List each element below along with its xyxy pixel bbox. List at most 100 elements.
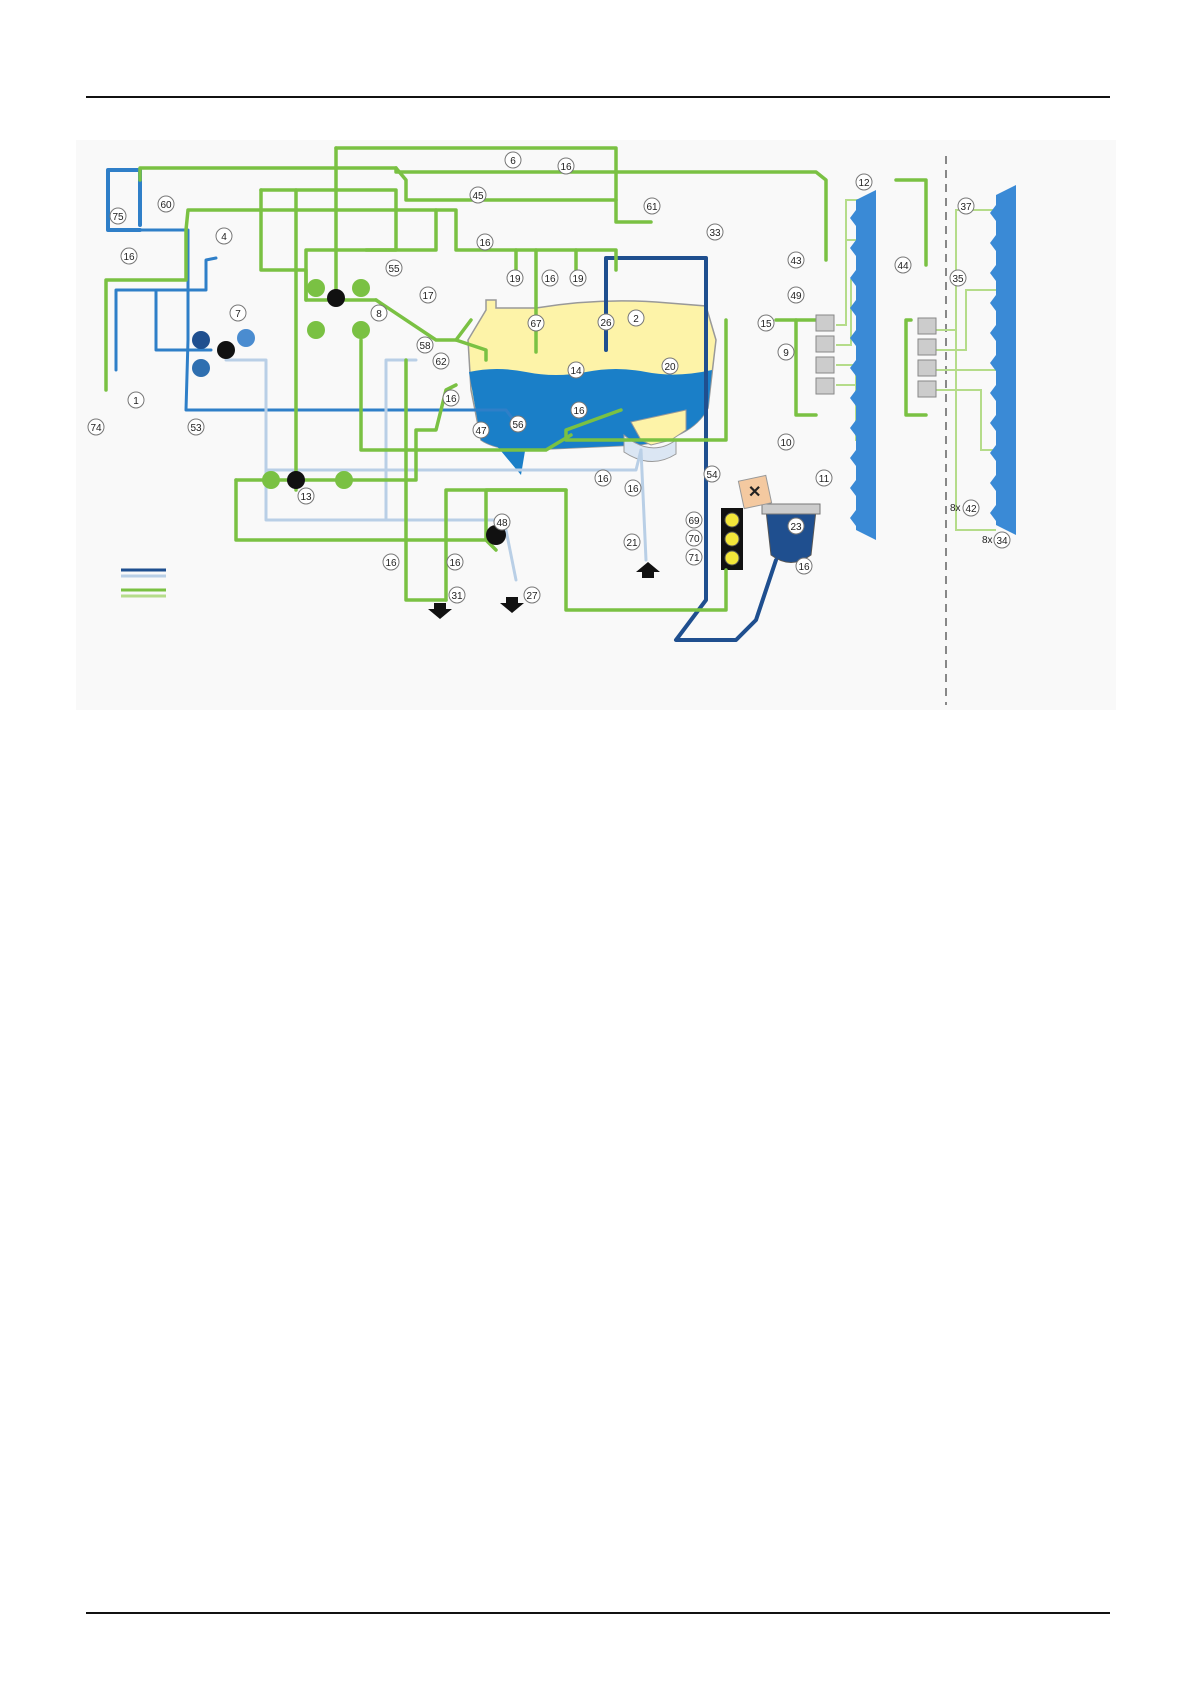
svg-text:7: 7: [235, 309, 241, 320]
svg-text:9: 9: [783, 348, 789, 359]
callout-17: 17: [420, 287, 436, 303]
svg-text:12: 12: [858, 178, 870, 189]
nozzle-count-label: 8x: [982, 535, 993, 546]
callout-37: 37: [958, 198, 974, 214]
callout-26: 26: [598, 314, 614, 330]
nozzle-valve-count-label: 8x: [950, 503, 961, 514]
svg-text:21: 21: [626, 538, 638, 549]
callout-20: 20: [662, 358, 678, 374]
svg-text:16: 16: [544, 274, 556, 285]
callout-45: 45: [470, 187, 486, 203]
callout-70: 70: [686, 530, 702, 546]
svg-text:16: 16: [385, 558, 397, 569]
callout-16g: 16: [595, 470, 611, 486]
svg-text:43: 43: [790, 256, 802, 267]
svg-text:17: 17: [422, 291, 434, 302]
svg-text:16: 16: [449, 558, 461, 569]
svg-text:27: 27: [526, 591, 538, 602]
callout-47: 47: [473, 422, 489, 438]
svg-text:1: 1: [133, 396, 139, 407]
callout-7: 7: [230, 305, 246, 321]
callout-2: 2: [628, 310, 644, 326]
callout-6: 6: [505, 152, 521, 168]
svg-text:16: 16: [560, 162, 572, 173]
callout-14: 14: [568, 362, 584, 378]
callout-21: 21: [624, 534, 640, 550]
svg-text:71: 71: [688, 553, 700, 564]
svg-text:53: 53: [190, 423, 202, 434]
callout-31: 31: [449, 587, 465, 603]
callout-16d: 16: [542, 270, 558, 286]
svg-text:8: 8: [376, 309, 382, 320]
svg-text:69: 69: [688, 516, 700, 527]
callout-44: 44: [895, 257, 911, 273]
svg-text:20: 20: [664, 362, 676, 373]
svg-text:26: 26: [600, 318, 612, 329]
callout-23: 23: [788, 518, 804, 534]
svg-text:74: 74: [90, 423, 102, 434]
callout-16b: 16: [558, 158, 574, 174]
callout-43: 43: [788, 252, 804, 268]
svg-text:15: 15: [760, 319, 772, 330]
callout-4: 4: [216, 228, 232, 244]
callout-74: 74: [88, 419, 104, 435]
svg-text:16: 16: [445, 394, 457, 405]
svg-text:4: 4: [221, 232, 227, 243]
callout-11: 11: [816, 470, 832, 486]
svg-text:11: 11: [819, 474, 830, 485]
callout-15: 15: [758, 315, 774, 331]
callout-19a: 19: [507, 270, 523, 286]
valve-70: [725, 532, 739, 546]
chemical-container: [766, 510, 816, 563]
svg-text:34: 34: [996, 536, 1008, 547]
svg-text:60: 60: [160, 200, 172, 211]
footer-rule: [86, 1612, 1110, 1614]
callout-35: 35: [950, 270, 966, 286]
callout-55: 55: [386, 260, 402, 276]
svg-text:75: 75: [112, 212, 124, 223]
callout-48: 48: [494, 514, 510, 530]
callout-67: 67: [528, 315, 544, 331]
valve-71: [725, 551, 739, 565]
callout-75: 75: [110, 208, 126, 224]
svg-text:16: 16: [573, 406, 585, 417]
svg-text:44: 44: [897, 261, 909, 272]
svg-text:45: 45: [472, 191, 484, 202]
svg-text:61: 61: [646, 202, 658, 213]
callout-16k: 16: [796, 558, 812, 574]
svg-text:14: 14: [570, 366, 582, 377]
svg-text:13: 13: [300, 492, 312, 503]
callout-16j: 16: [447, 554, 463, 570]
callout-61: 61: [644, 198, 660, 214]
svg-text:70: 70: [688, 534, 700, 545]
svg-text:54: 54: [706, 470, 718, 481]
callout-16e: 16: [443, 390, 459, 406]
callout-56: 56: [510, 416, 526, 432]
svg-text:2: 2: [633, 314, 639, 325]
svg-text:48: 48: [496, 518, 508, 529]
callout-16c: 16: [477, 234, 493, 250]
svg-text:23: 23: [790, 522, 802, 533]
callout-16i: 16: [383, 554, 399, 570]
callout-16f: 16: [571, 402, 587, 418]
svg-text:35: 35: [952, 274, 964, 285]
callout-10: 10: [778, 434, 794, 450]
callout-60: 60: [158, 196, 174, 212]
svg-text:55: 55: [388, 264, 400, 275]
callout-1: 1: [128, 392, 144, 408]
callout-9: 9: [778, 344, 794, 360]
svg-text:42: 42: [965, 504, 977, 515]
svg-text:16: 16: [798, 562, 810, 573]
svg-text:6: 6: [510, 156, 516, 167]
callout-54: 54: [704, 466, 720, 482]
chemical-can-cross: ✕: [748, 484, 761, 501]
header-rule: [86, 96, 1110, 98]
svg-text:16: 16: [479, 238, 491, 249]
svg-text:19: 19: [509, 274, 521, 285]
callout-34: 34: [994, 532, 1010, 548]
callout-16h: 16: [625, 480, 641, 496]
svg-text:62: 62: [435, 357, 447, 368]
callout-27: 27: [524, 587, 540, 603]
svg-text:47: 47: [475, 426, 487, 437]
svg-text:10: 10: [780, 438, 792, 449]
